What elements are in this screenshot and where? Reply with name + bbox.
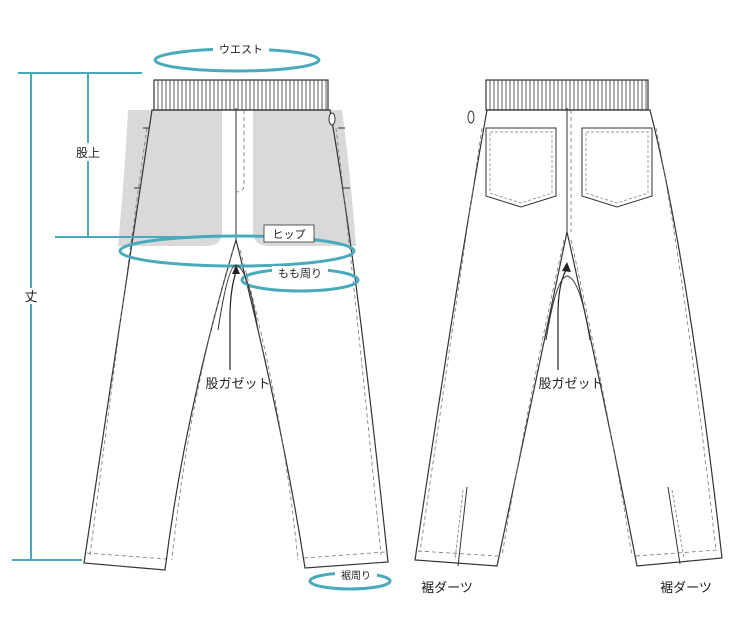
back-inseam-stitch-left xyxy=(501,239,565,557)
back-waistband xyxy=(485,79,649,111)
front-gusset-label: 股ガゼット xyxy=(205,377,270,392)
length-label: 丈 xyxy=(24,290,37,305)
front-measurements: ウエスト 丈 股上 ヒップ もも周り 裾周り 股ガゼット xyxy=(12,42,392,591)
length-label-bg xyxy=(23,288,41,304)
thigh-label-bg xyxy=(272,266,328,280)
thigh-label: もも周り xyxy=(278,267,322,280)
hem-dart-right-label: 裾ダーツ xyxy=(660,581,712,596)
front-drawstring xyxy=(328,112,336,126)
front-inseam-stitch-right xyxy=(239,249,299,561)
front-gusset-arrow-line xyxy=(229,271,237,370)
front-inseam-stitch-left xyxy=(171,249,234,561)
back-right-stitch xyxy=(655,127,717,551)
back-hem-dart-right-stitch xyxy=(671,489,685,559)
hip-ellipse xyxy=(118,234,356,268)
back-gusset-curve xyxy=(545,275,591,341)
front-right-stitch xyxy=(335,127,382,556)
front-hem-stitch-right xyxy=(303,551,386,559)
front-right-pocket-shade xyxy=(253,110,356,246)
front-pants-outline xyxy=(83,109,389,571)
back-hem-stitch-right xyxy=(635,549,719,557)
waist-label-bg xyxy=(213,42,269,56)
rise-label-bg xyxy=(70,143,108,161)
back-pants-outline xyxy=(414,109,723,567)
back-left-pocket-stitch xyxy=(489,131,553,204)
back-measurements: 股ガゼット 裾ダーツ 裾ダーツ xyxy=(421,262,712,596)
hip-label: ヒップ xyxy=(273,228,306,241)
back-hem-dart-right xyxy=(667,486,681,565)
back-left-pocket xyxy=(485,127,557,208)
back-gusset-arrow-head xyxy=(562,262,571,272)
back-drawstring xyxy=(467,110,475,124)
back-left-stitch xyxy=(419,127,483,553)
front-gusset-arrow-head xyxy=(232,265,240,274)
back-hem-dart-left-stitch xyxy=(454,489,464,561)
front-gusset-curve xyxy=(217,264,259,331)
front-waistband xyxy=(153,79,329,111)
front-hem-stitch-left xyxy=(86,552,167,560)
hip-label-box xyxy=(263,224,315,243)
front-fly-stitch xyxy=(235,110,245,193)
waist-label: ウエスト xyxy=(219,43,263,56)
back-gusset-arrow-line xyxy=(557,269,567,370)
back-right-pocket xyxy=(581,127,653,208)
hem-label: 裾周り xyxy=(341,569,371,582)
front-left-pocket-shade xyxy=(118,110,222,246)
back-gusset-label: 股ガゼット xyxy=(538,377,603,392)
back-hem-dart-left xyxy=(457,486,468,567)
rise-label: 股上 xyxy=(76,146,100,160)
back-right-pocket-stitch xyxy=(585,131,649,204)
back-inseam-stitch-right xyxy=(570,239,633,557)
hem-label-bg xyxy=(335,568,377,582)
hem-dart-left-label: 裾ダーツ xyxy=(421,581,473,596)
front-left-stitch xyxy=(89,127,148,556)
back-hem-stitch-left xyxy=(417,550,499,557)
front-view xyxy=(83,79,389,571)
back-view xyxy=(414,79,723,567)
